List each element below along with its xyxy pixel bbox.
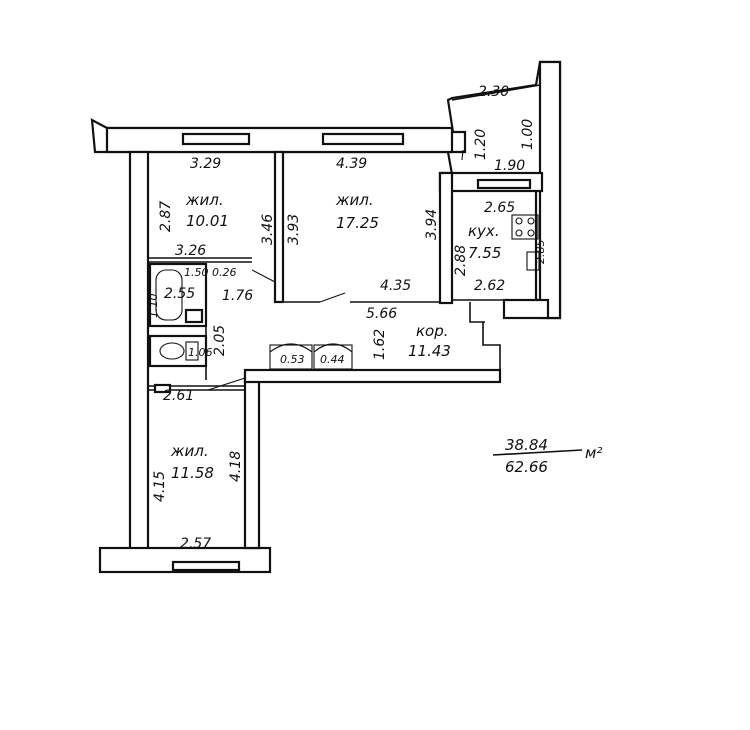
dim-2-05: 2.05 bbox=[212, 325, 228, 356]
interior-walls bbox=[148, 149, 540, 394]
room-living-2-name: жил. bbox=[335, 191, 374, 209]
dim-3-94: 3.94 bbox=[424, 209, 440, 240]
dimension-labels: 2.30 1.00 1.20 1.90 3.29 4.39 2.87 3.46 … bbox=[147, 84, 547, 552]
dim-1-90: 1.90 bbox=[494, 158, 525, 174]
total-area: 62.66 bbox=[505, 458, 548, 476]
dim-5-66: 5.66 bbox=[366, 306, 397, 322]
dim-0-26: 0.26 bbox=[212, 266, 237, 279]
dim-2-55: 2.55 bbox=[164, 286, 195, 302]
dim-3-26: 3.26 bbox=[175, 243, 206, 259]
windows bbox=[171, 132, 532, 572]
dim-2-30: 2.30 bbox=[478, 84, 509, 100]
room-living-1-name: жил. bbox=[185, 191, 224, 209]
dim-1-76: 1.76 bbox=[222, 288, 253, 304]
dim-1-00: 1.00 bbox=[520, 119, 536, 150]
room-labels: жил. 10.01 жил. 17.25 кух. 7.55 кор. 11.… bbox=[170, 191, 501, 482]
dim-4-39: 4.39 bbox=[336, 156, 367, 172]
dim-2-88: 2.88 bbox=[453, 245, 469, 276]
dim-3-29: 3.29 bbox=[190, 156, 221, 172]
dim-3-93: 3.93 bbox=[286, 214, 302, 245]
dim-1-10: 1.10 bbox=[147, 294, 160, 319]
dim-1-06: 1.06 bbox=[188, 346, 213, 359]
dim-2-65: 2.65 bbox=[484, 200, 515, 216]
dim-1-20: 1.20 bbox=[473, 129, 489, 160]
living-area-total: 38.84 bbox=[505, 436, 548, 454]
dim-2-85: 2.85 bbox=[534, 240, 547, 265]
room-living-3-area: 11.58 bbox=[171, 464, 214, 482]
room-corridor-name: кор. bbox=[416, 322, 449, 340]
area-unit: м² bbox=[585, 444, 602, 462]
room-living-2-area: 17.25 bbox=[336, 214, 379, 232]
room-living-1-area: 10.01 bbox=[186, 212, 229, 230]
room-kitchen-area: 7.55 bbox=[468, 244, 501, 262]
dim-4-15: 4.15 bbox=[152, 471, 168, 502]
room-living-3-name: жил. bbox=[170, 442, 209, 460]
dim-0-53: 0.53 bbox=[280, 353, 305, 366]
area-totals: 38.84 62.66 м² bbox=[492, 436, 602, 476]
dim-3-46: 3.46 bbox=[260, 214, 276, 245]
dim-1-50: 1.50 bbox=[184, 266, 209, 279]
dim-1-62: 1.62 bbox=[372, 329, 388, 360]
dim-2-87: 2.87 bbox=[158, 201, 174, 232]
dim-2-61: 2.61 bbox=[163, 388, 194, 404]
room-corridor-area: 11.43 bbox=[408, 342, 451, 360]
dim-4-35: 4.35 bbox=[380, 278, 411, 294]
dim-2-57: 2.57 bbox=[180, 536, 211, 552]
dim-4-18: 4.18 bbox=[228, 451, 244, 482]
dim-2-62: 2.62 bbox=[474, 278, 505, 294]
room-kitchen-name: кух. bbox=[468, 222, 500, 240]
dim-0-44: 0.44 bbox=[320, 353, 345, 366]
